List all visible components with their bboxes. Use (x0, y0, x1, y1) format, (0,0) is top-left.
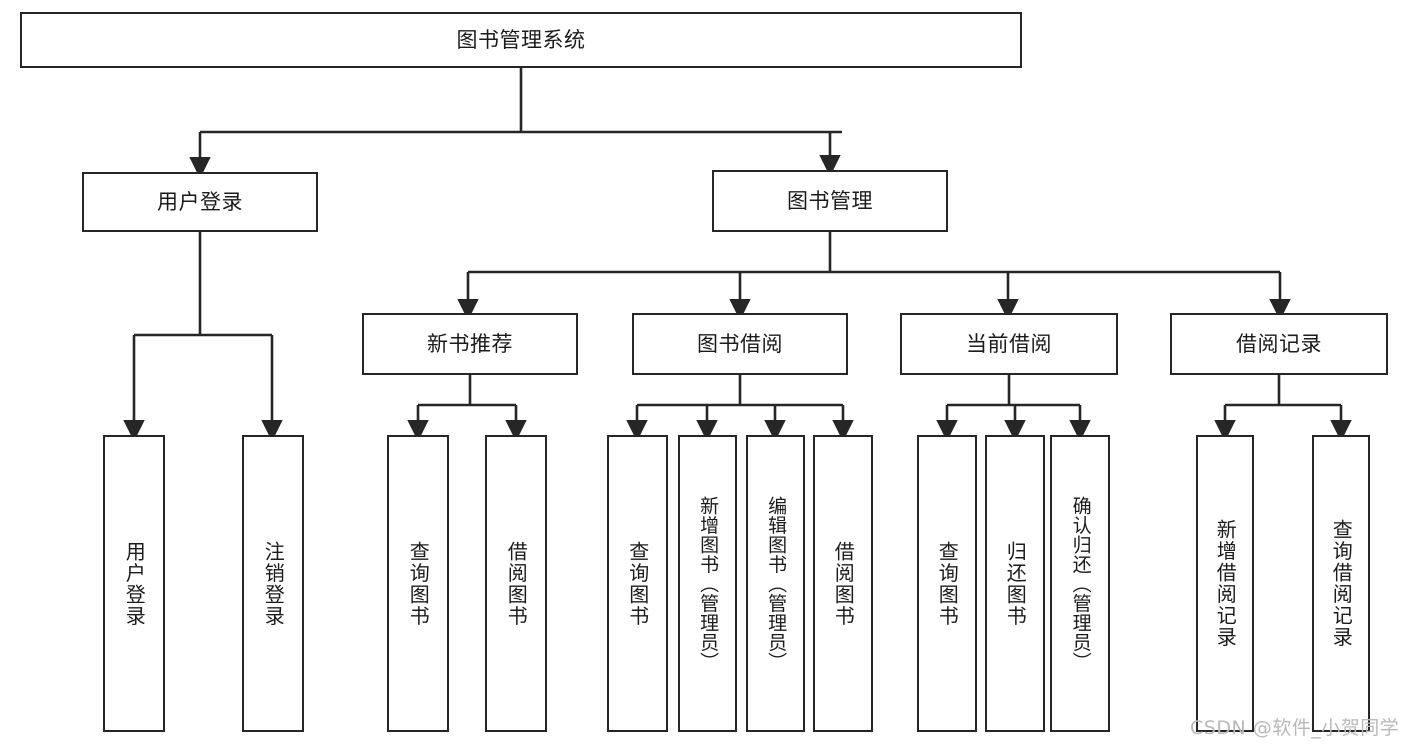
node-borrow-record[interactable]: 借阅记录 (1170, 313, 1388, 375)
node-leaf-add-borrow-record[interactable]: 新增借阅记录 (1196, 435, 1254, 732)
node-leaf-query-borrow-record[interactable]: 查询借阅记录 (1312, 435, 1370, 732)
node-book-manage[interactable]: 图书管理 (712, 170, 948, 232)
node-leaf-add-book-admin-label: 新增图书（管理员） (697, 495, 720, 672)
node-new-book-recommend-label: 新书推荐 (427, 331, 513, 356)
node-leaf-logout[interactable]: 注销登录 (242, 435, 304, 732)
node-book-borrow-label: 图书借阅 (697, 331, 783, 356)
node-leaf-confirm-return-admin-label: 确认归还（管理员） (1069, 495, 1092, 672)
node-leaf-query-book-borrow-label: 查询图书 (625, 540, 650, 627)
node-book-borrow[interactable]: 图书借阅 (632, 313, 848, 375)
node-user-login[interactable]: 用户登录 (82, 172, 318, 232)
node-leaf-query-book-current-label: 查询图书 (935, 540, 960, 627)
node-leaf-return-book[interactable]: 归还图书 (985, 435, 1045, 732)
node-leaf-edit-book-admin-label: 编辑图书（管理员） (765, 495, 788, 672)
node-current-borrow-label: 当前借阅 (966, 331, 1052, 356)
node-leaf-query-book-recommend-label: 查询图书 (406, 540, 431, 627)
node-leaf-add-borrow-record-label: 新增借阅记录 (1213, 519, 1238, 648)
node-leaf-borrow-book[interactable]: 借阅图书 (813, 435, 873, 732)
node-new-book-recommend[interactable]: 新书推荐 (362, 313, 578, 375)
node-leaf-query-borrow-record-label: 查询借阅记录 (1329, 519, 1354, 648)
node-leaf-add-book-admin[interactable]: 新增图书（管理员） (678, 435, 737, 732)
node-leaf-return-book-label: 归还图书 (1003, 540, 1028, 627)
node-user-login-label: 用户登录 (157, 189, 243, 214)
node-current-borrow[interactable]: 当前借阅 (900, 313, 1118, 375)
node-leaf-query-book-borrow[interactable]: 查询图书 (607, 435, 668, 732)
node-leaf-confirm-return-admin[interactable]: 确认归还（管理员） (1050, 435, 1110, 732)
node-leaf-logout-label: 注销登录 (261, 540, 286, 627)
node-leaf-query-book-recommend[interactable]: 查询图书 (387, 435, 449, 732)
node-leaf-query-book-current[interactable]: 查询图书 (917, 435, 977, 732)
csdn-watermark: CSDN @软件_小贺同学 (1190, 717, 1400, 739)
node-leaf-user-login-label: 用户登录 (122, 540, 147, 627)
node-borrow-record-label: 借阅记录 (1236, 331, 1322, 356)
node-leaf-borrow-book-label: 借阅图书 (831, 540, 856, 627)
node-leaf-borrow-book-recommend[interactable]: 借阅图书 (485, 435, 547, 732)
node-leaf-borrow-book-recommend-label: 借阅图书 (504, 540, 529, 627)
node-book-manage-label: 图书管理 (787, 188, 873, 213)
node-leaf-edit-book-admin[interactable]: 编辑图书（管理员） (746, 435, 805, 732)
node-root-label: 图书管理系统 (456, 27, 586, 52)
node-leaf-user-login[interactable]: 用户登录 (103, 435, 165, 732)
node-root[interactable]: 图书管理系统 (20, 12, 1022, 68)
